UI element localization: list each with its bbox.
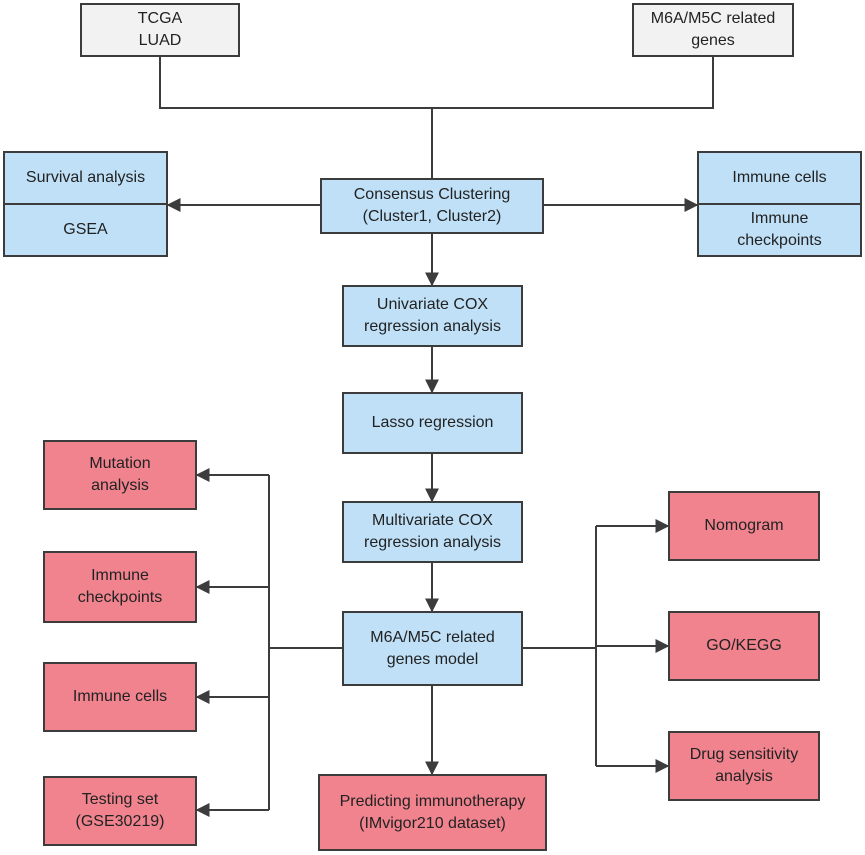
gsea-label: GSEA <box>63 221 108 238</box>
immunotherapy-node: Predicting immunotherapy (IMvigor210 dat… <box>318 774 547 851</box>
consensus-clustering-node: Consensus Clustering (Cluster1, Cluster2… <box>320 178 544 234</box>
consensus-clustering-label: Consensus Clustering (Cluster1, Cluster2… <box>353 186 511 225</box>
univariate-cox-label: Univariate COX regression analysis <box>364 296 501 335</box>
m6a-genes-node: M6A/M5C related genes <box>632 3 794 57</box>
univariate-cox-node: Univariate COX regression analysis <box>342 285 523 347</box>
immune-checkpoints-node: Immune checkpoints <box>43 551 197 623</box>
model-label: M6A/M5C related genes model <box>370 628 495 668</box>
mutation-analysis-label: Mutation analysis <box>89 455 151 494</box>
tcga-luad-node: TCGA LUAD <box>80 3 240 57</box>
survival-analysis-cell: Survival analysis <box>5 153 166 203</box>
survival-analysis-label: Survival analysis <box>25 169 146 186</box>
lasso-regression-label: Lasso regression <box>371 414 494 431</box>
multivariate-cox-label: Multivariate COX regression analysis <box>364 512 501 551</box>
drug-sensitivity-label: Drug sensitivity analysis <box>689 746 799 785</box>
nomogram-node: Nomogram <box>668 491 820 561</box>
gokegg-node: GO/KEGG <box>668 611 820 681</box>
immune-cells-top-cell: Immune cells <box>699 153 860 203</box>
mutation-analysis-node: Mutation analysis <box>43 440 197 510</box>
immune-cells-label: Immune cells <box>72 688 168 705</box>
connector-tcga <box>159 56 432 109</box>
drug-sensitivity-node: Drug sensitivity analysis <box>668 731 820 801</box>
connector-m6a-genes <box>432 56 714 109</box>
gokegg-label: GO/KEGG <box>706 637 782 654</box>
immune-cells-node: Immune cells <box>43 662 197 732</box>
tcga-luad-label: TCGA LUAD <box>137 10 183 49</box>
immune-checkpoints-top-cell: Immune checkpoints <box>699 203 860 255</box>
model-node: M6A/M5C related genes model <box>342 611 523 686</box>
lasso-regression-node: Lasso regression <box>342 392 523 454</box>
immune-checkpoints-label: Immune checkpoints <box>77 567 163 606</box>
immunotherapy-label: Predicting immunotherapy (IMvigor210 dat… <box>339 792 526 832</box>
gsea-cell: GSEA <box>5 203 166 255</box>
nomogram-label: Nomogram <box>704 517 784 534</box>
multivariate-cox-node: Multivariate COX regression analysis <box>342 501 523 563</box>
testing-set-node: Testing set (GSE30219) <box>43 776 197 846</box>
immune-top-node: Immune cells Immune checkpoints <box>697 151 862 257</box>
testing-set-label: Testing set (GSE30219) <box>75 791 165 830</box>
survival-gsea-node: Survival analysis GSEA <box>3 151 168 257</box>
immune-cells-top-label: Immune cells <box>732 169 827 186</box>
immune-checkpoints-top-label: Immune checkpoints <box>737 210 822 249</box>
m6a-genes-label: M6A/M5C related genes <box>650 10 776 49</box>
